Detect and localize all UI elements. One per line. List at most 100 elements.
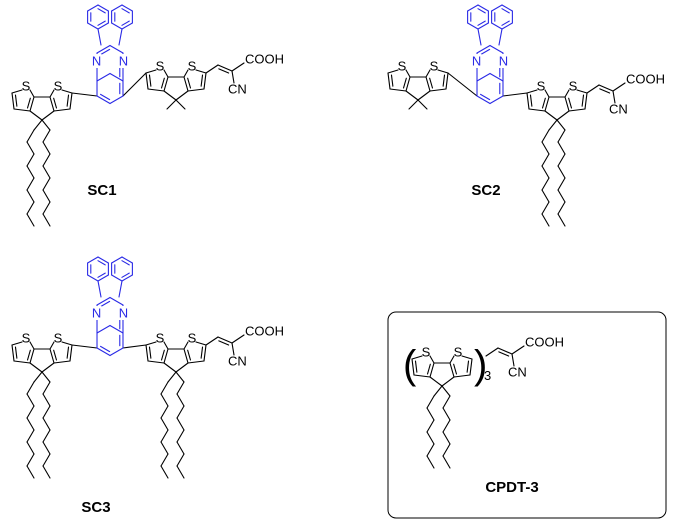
bond <box>176 405 185 419</box>
bond <box>426 419 435 433</box>
sulfur-atom: S <box>22 79 31 94</box>
bond <box>541 153 550 167</box>
bond <box>429 355 435 364</box>
bond <box>556 110 570 121</box>
bond <box>71 344 98 349</box>
bond <box>548 119 558 131</box>
bond <box>11 89 23 94</box>
bond <box>564 89 570 98</box>
bond <box>489 44 504 54</box>
double-bond <box>581 94 585 107</box>
bond <box>29 96 35 112</box>
bond <box>557 165 566 179</box>
nitrogen-atom: N <box>499 54 508 69</box>
bond <box>557 201 566 215</box>
bond <box>491 22 503 30</box>
bond <box>97 274 109 282</box>
bond <box>231 62 245 72</box>
bond <box>502 92 528 97</box>
alkyl-chains <box>160 371 185 479</box>
bond <box>231 70 235 84</box>
bond <box>425 76 431 92</box>
bond <box>441 385 451 397</box>
label-mask <box>498 54 509 68</box>
bond <box>497 347 513 355</box>
double-bond <box>541 97 546 109</box>
bond <box>160 465 169 479</box>
bond <box>425 69 431 78</box>
bond <box>26 129 35 143</box>
bond <box>217 64 233 72</box>
bond <box>42 429 51 443</box>
phenyl-ring <box>111 4 133 46</box>
bond <box>97 256 109 264</box>
bond <box>612 82 626 92</box>
bond <box>26 393 35 407</box>
bond <box>413 374 431 378</box>
bond <box>176 453 185 467</box>
bond <box>467 4 479 12</box>
bond <box>477 28 482 46</box>
sulfur-atom: S <box>422 345 431 360</box>
double-bond <box>97 272 106 278</box>
double-bond <box>100 48 111 56</box>
bond <box>96 347 111 357</box>
bond <box>501 22 513 30</box>
phenyl-ring <box>111 256 133 298</box>
double-bond <box>100 300 111 308</box>
bond <box>541 213 550 227</box>
double-bond <box>480 93 491 101</box>
bond <box>87 4 99 12</box>
bond <box>183 69 189 78</box>
bond <box>557 177 566 191</box>
bond <box>160 453 169 467</box>
bond <box>96 44 111 54</box>
bond <box>145 72 149 90</box>
bond <box>26 165 35 179</box>
bond <box>41 110 55 121</box>
bond <box>29 89 35 98</box>
bond <box>160 393 169 407</box>
cyano-group: CN <box>228 82 247 97</box>
bond <box>33 371 43 383</box>
bond <box>147 88 165 92</box>
bond <box>501 4 513 12</box>
carboxylic-acid-group: COOH <box>525 335 564 350</box>
bond <box>175 90 189 101</box>
double-bond <box>53 97 58 109</box>
double-bond <box>187 77 192 89</box>
bond <box>205 336 219 346</box>
bond <box>176 381 185 395</box>
label-mask <box>471 54 482 68</box>
bond <box>87 22 99 30</box>
bond <box>612 90 616 104</box>
bond <box>145 344 149 362</box>
bond <box>442 395 451 409</box>
bond <box>442 419 451 433</box>
sulfur-atom: S <box>156 331 165 346</box>
bond <box>26 177 35 191</box>
bond <box>433 385 443 397</box>
bond <box>109 347 124 357</box>
bond <box>556 119 566 131</box>
double-bond <box>26 97 31 109</box>
bond <box>426 407 435 421</box>
bond <box>442 455 451 469</box>
bond <box>42 141 51 155</box>
double-bond <box>218 68 230 74</box>
bond <box>145 341 157 346</box>
bond <box>87 256 99 264</box>
bond <box>26 153 35 167</box>
compound-name: SC1 <box>87 182 116 199</box>
bond <box>183 76 189 92</box>
bond <box>96 324 111 334</box>
phenyl-ring <box>467 4 489 46</box>
cyano-group: CN <box>609 102 628 117</box>
bond <box>147 360 165 364</box>
double-bond <box>529 94 533 107</box>
double-bond <box>100 93 111 101</box>
